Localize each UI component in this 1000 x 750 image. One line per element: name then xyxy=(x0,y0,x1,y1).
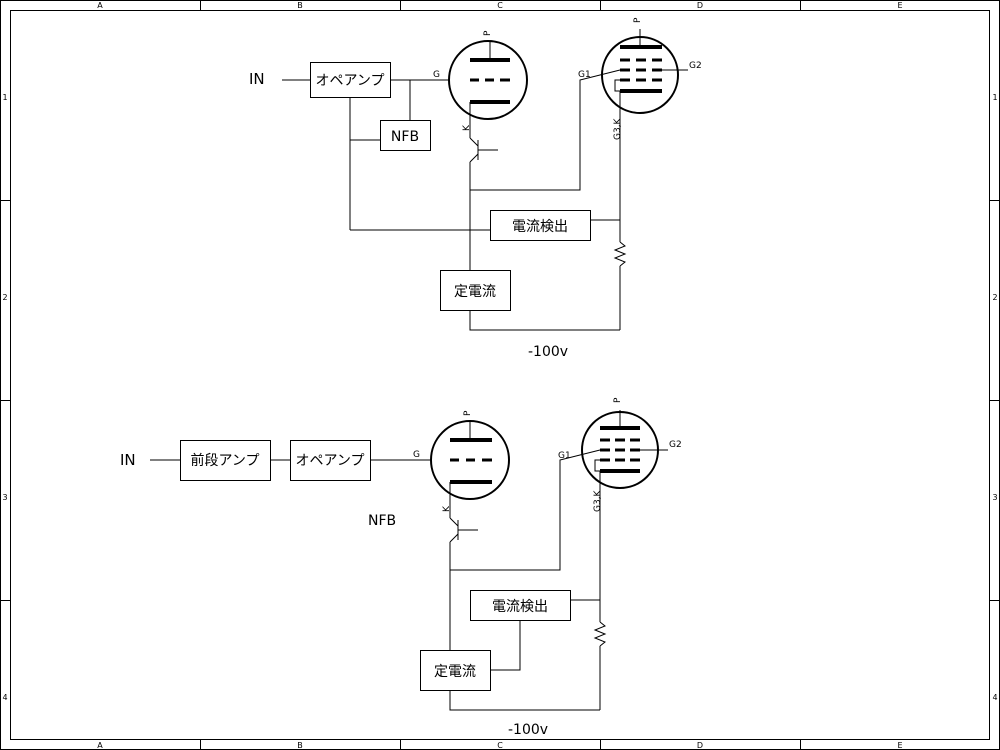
opamp-block xyxy=(310,62,391,98)
pentode-g1-pin: G1 xyxy=(558,451,571,461)
triode-grid-pin: G xyxy=(413,450,420,460)
preamp-label: 前段アンプ xyxy=(190,452,259,469)
pentode-g2-pin: G2 xyxy=(669,440,682,450)
constant-current-label: 定電流 xyxy=(434,664,476,680)
col-label-bottom: C xyxy=(497,741,503,750)
row-label-left: 2 xyxy=(2,293,7,302)
sense-resistor xyxy=(613,220,627,330)
pentode-tube: P G2 G3,K G1 xyxy=(470,17,702,220)
cathode-transistor: K xyxy=(462,120,498,270)
constant-current-block xyxy=(420,650,491,691)
input-label: IN xyxy=(120,451,136,469)
pentode-plate-pin: P xyxy=(613,397,623,403)
col-label-top: E xyxy=(897,1,902,10)
row-label-left: 3 xyxy=(2,493,7,502)
triode-plate-pin: P xyxy=(463,410,473,416)
sense-resistor xyxy=(593,600,607,710)
nfb-label: NFB xyxy=(391,129,419,145)
row-label-right: 2 xyxy=(992,293,997,302)
pentode-g3k-pin: G3,K xyxy=(593,489,603,512)
col-label-bottom: E xyxy=(897,741,902,750)
row-label-right: 4 xyxy=(992,693,997,702)
pentode-tube: P G2 G3,K G1 xyxy=(450,397,682,600)
opamp-label: オペアンプ xyxy=(295,453,364,469)
triode-plate-pin: P xyxy=(483,30,493,36)
pentode-g3k-pin: G3,K xyxy=(613,117,623,140)
col-label-top: A xyxy=(97,1,103,10)
supply-label: -100v xyxy=(528,344,568,360)
row-label-left: 4 xyxy=(2,693,7,702)
circuit-bottom: IN 前段アンプ オペアンプ G NFB P K xyxy=(120,397,682,738)
circuit-top: IN オペアンプ G NFB P K xyxy=(249,17,702,360)
opamp-label: オペアンプ xyxy=(315,73,384,89)
triode-tube: P xyxy=(448,30,528,120)
triode-tube: P xyxy=(430,410,510,500)
triode-cathode-pin: K xyxy=(462,124,472,131)
nfb-label: NFB xyxy=(368,513,396,529)
col-label-top: B xyxy=(297,1,303,10)
col-label-bottom: D xyxy=(697,741,703,750)
col-label-bottom: A xyxy=(97,741,103,750)
cathode-transistor: K xyxy=(442,500,478,650)
opamp-block xyxy=(290,440,371,481)
triode-grid-pin: G xyxy=(433,70,440,80)
current-detect-block xyxy=(470,590,571,621)
row-label-right: 1 xyxy=(992,93,997,102)
triode-cathode-pin: K xyxy=(442,505,452,512)
current-detect-label: 電流検出 xyxy=(512,219,568,235)
preamp-block xyxy=(180,440,271,481)
col-label-bottom: B xyxy=(297,741,303,750)
row-label-left: 1 xyxy=(2,93,7,102)
pentode-plate-pin: P xyxy=(633,17,643,23)
col-label-top: C xyxy=(497,1,503,10)
pentode-g1-pin: G1 xyxy=(578,70,591,80)
pentode-g2-pin: G2 xyxy=(689,61,702,71)
col-label-top: D xyxy=(697,1,703,10)
row-label-right: 3 xyxy=(992,493,997,502)
input-label: IN xyxy=(249,70,265,88)
constant-current-block xyxy=(440,270,511,311)
current-detect-label: 電流検出 xyxy=(492,599,548,615)
supply-label: -100v xyxy=(508,722,548,738)
constant-current-label: 定電流 xyxy=(454,284,496,300)
nfb-block xyxy=(380,120,431,151)
current-detect-block xyxy=(490,210,591,241)
